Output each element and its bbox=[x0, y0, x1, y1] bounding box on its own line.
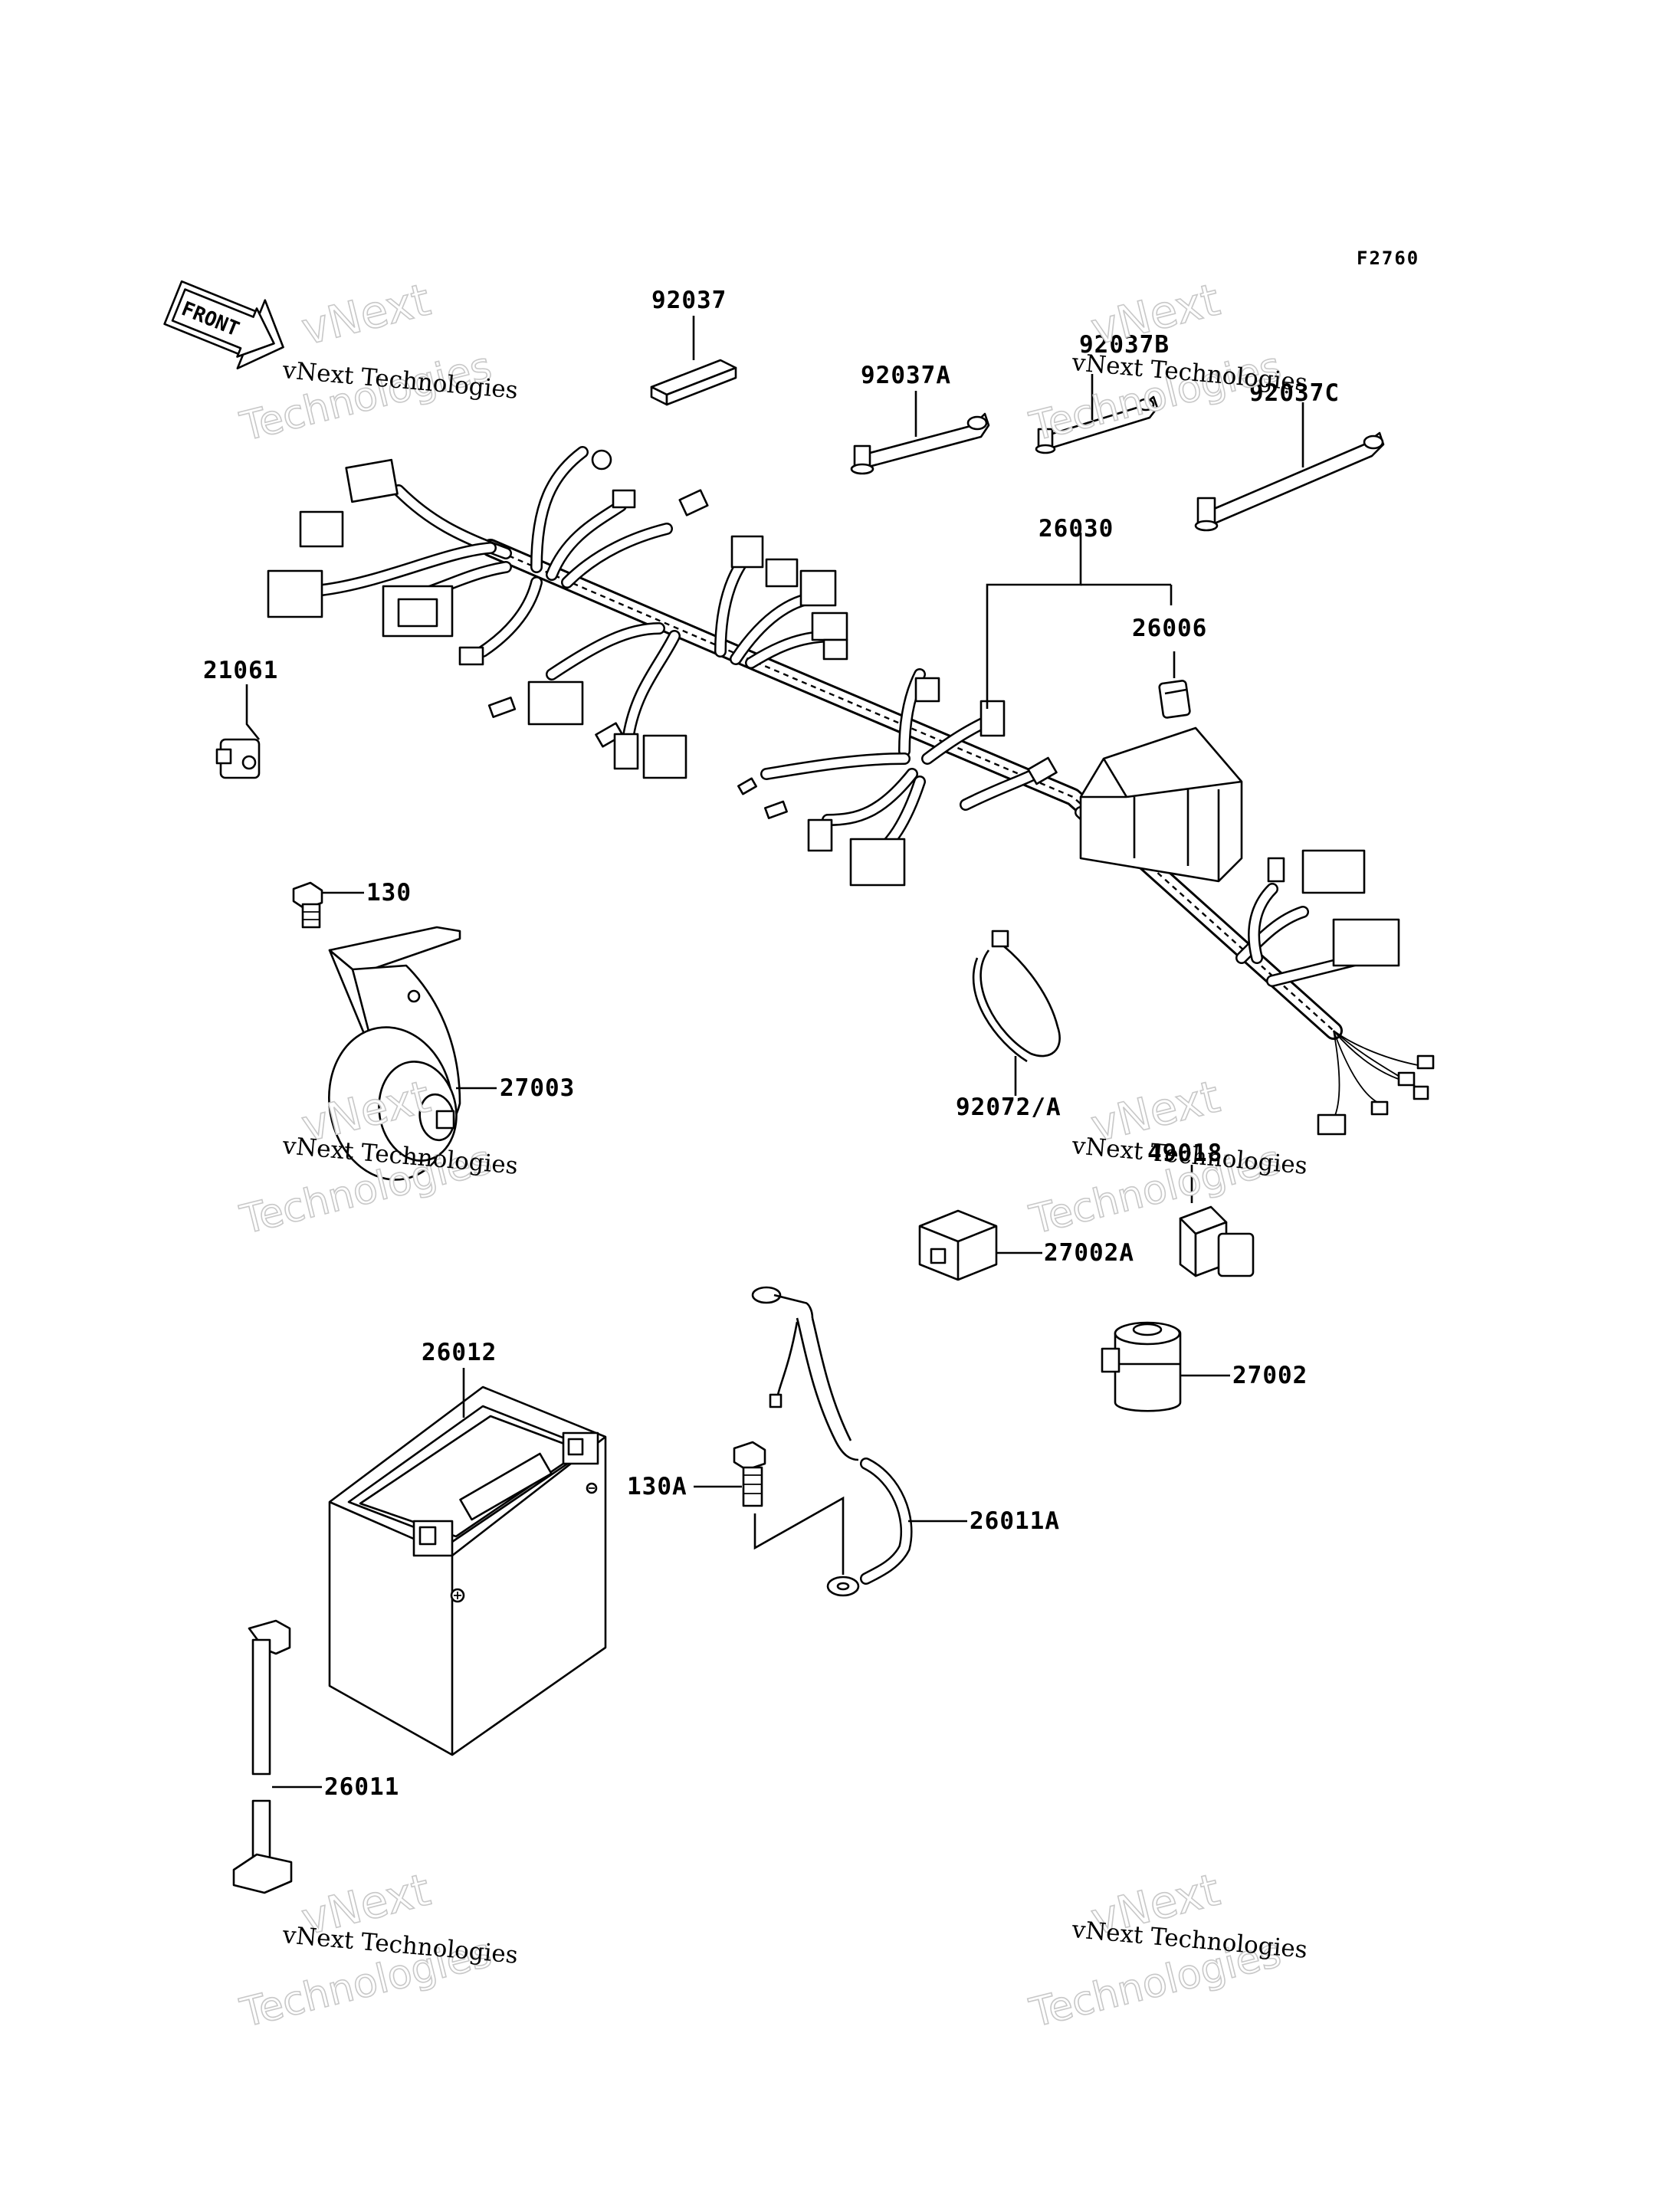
part-number-130A: 130A bbox=[627, 1473, 687, 1500]
fuse-26006 bbox=[1158, 680, 1191, 719]
leader-26030 bbox=[986, 533, 1173, 709]
watermark-bottom-left: vNext Technologies vNext Technologies bbox=[235, 1863, 519, 2038]
part-21061 bbox=[215, 738, 261, 779]
part-number-130: 130 bbox=[366, 879, 412, 907]
relay-49018 bbox=[1179, 1205, 1255, 1277]
junction-box bbox=[1079, 726, 1243, 883]
strap-92037C bbox=[1194, 431, 1385, 532]
part-number-92037C: 92037C bbox=[1249, 379, 1340, 407]
strap-92037A bbox=[850, 412, 990, 475]
watermark-bottom-right: vNext Technologies vNext Technologies bbox=[1025, 1863, 1308, 2038]
part-number-49018: 49018 bbox=[1147, 1139, 1222, 1167]
strap-92037B bbox=[1035, 395, 1159, 454]
watermark-top-left: vNext Technologies vNext Technologies bbox=[235, 273, 519, 451]
part-number-92072A: 92072/A bbox=[956, 1094, 1061, 1121]
part-number-26011A: 26011A bbox=[970, 1507, 1060, 1535]
cable-26011 bbox=[232, 1619, 293, 1894]
relay-27002 bbox=[1101, 1321, 1182, 1412]
watermark-mid-right: vNext Technologies vNext Technologies bbox=[1025, 1070, 1308, 1244]
front-arrow-icon: FRONT bbox=[163, 280, 284, 370]
part-number-27003: 27003 bbox=[500, 1074, 575, 1102]
part-number-26012: 26012 bbox=[422, 1339, 497, 1366]
horn-27003 bbox=[328, 926, 461, 1181]
relay-27002A bbox=[918, 1209, 998, 1281]
leader-bracket-26011A bbox=[753, 1496, 845, 1575]
cable-26011A bbox=[751, 1286, 913, 1597]
clamp-92037 bbox=[650, 359, 737, 406]
part-number-26011: 26011 bbox=[324, 1773, 399, 1801]
part-number-27002: 27002 bbox=[1232, 1362, 1308, 1389]
watermark-top-right: vNext Technologies vNext Technologies bbox=[1025, 273, 1308, 451]
bolt-130 bbox=[292, 881, 323, 929]
bolt-130A bbox=[733, 1441, 766, 1507]
part-number-92037: 92037 bbox=[651, 287, 727, 314]
part-number-92037A: 92037A bbox=[861, 362, 951, 389]
svg-text:vNext: vNext bbox=[297, 274, 435, 356]
part-number-26006: 26006 bbox=[1132, 615, 1207, 642]
figure-ref: F2760 bbox=[1357, 248, 1419, 269]
part-number-27002A: 27002A bbox=[1044, 1239, 1134, 1267]
battery-26012 bbox=[328, 1385, 607, 1756]
part-number-21061: 21061 bbox=[203, 657, 278, 684]
leader-21061 bbox=[245, 684, 261, 740]
part-number-92037B: 92037B bbox=[1079, 331, 1170, 359]
main-harness bbox=[267, 446, 1435, 1136]
watermark-mid-left: vNext Technologies vNext Technologies bbox=[235, 1070, 519, 1244]
part-number-26030: 26030 bbox=[1039, 515, 1114, 543]
band-92072A bbox=[972, 930, 1061, 1063]
